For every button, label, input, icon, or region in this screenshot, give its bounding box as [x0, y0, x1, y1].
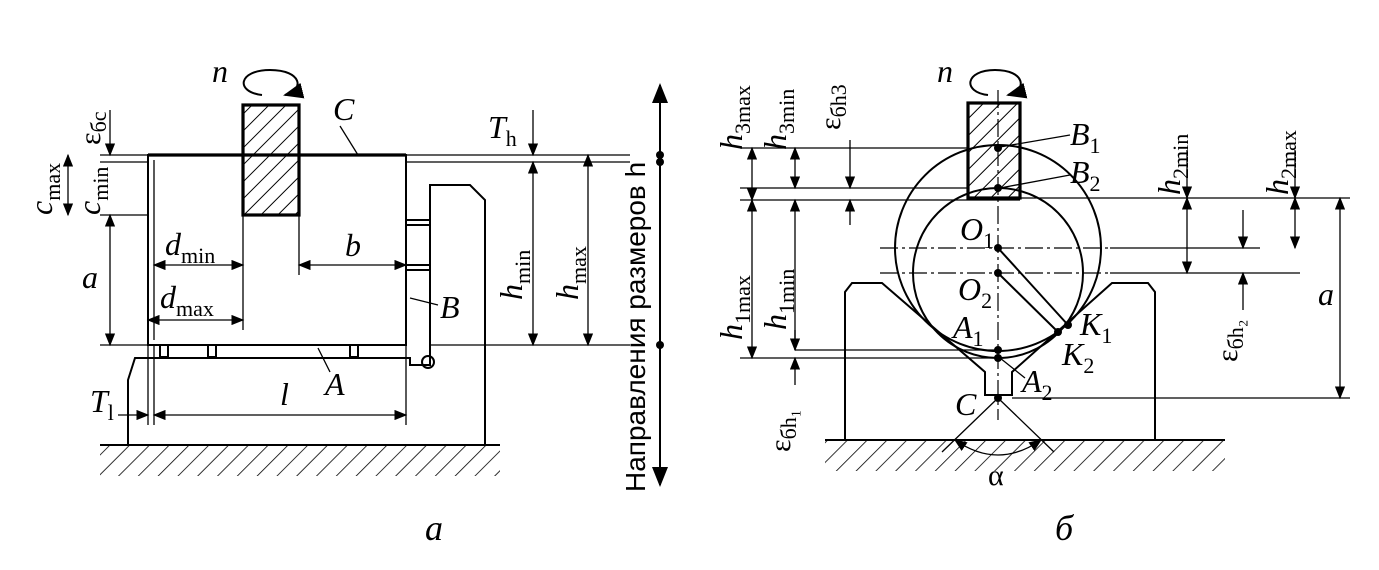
axis-label: Направления размеров h [620, 162, 651, 492]
dim-l: l [280, 376, 289, 412]
dim-hmin: hmin [493, 250, 535, 300]
right-panel: α n B1 B2 O1 O2 A1 A2 [713, 53, 1350, 492]
dim-eps-h1: εбh₁ [764, 410, 801, 452]
label-C-right: C [955, 386, 977, 422]
label-O1: O1 [960, 211, 994, 253]
fixture-base [127, 184, 486, 445]
dim-b: b [345, 227, 361, 263]
label-O2: O2 [958, 271, 992, 313]
rotation-arrow-left [242, 68, 305, 99]
dim-h1max: h1max [713, 275, 755, 340]
v-block [844, 282, 1156, 440]
dim-eps-bc: εбc [74, 111, 111, 145]
label-B2: B2 [1070, 154, 1101, 196]
cutter-left [241, 103, 301, 217]
dim-hmax: hmax [549, 246, 591, 300]
dim-dmin: dmin [165, 226, 215, 268]
dim-a-right: a [1318, 276, 1334, 312]
dim-Th: Th [488, 109, 517, 151]
label-A1: A1 [951, 309, 984, 351]
dim-Tl: Tl [90, 383, 114, 425]
label-B1: B1 [1070, 116, 1101, 158]
label-K1: K1 [1079, 306, 1112, 348]
label-C-left: C [333, 91, 355, 127]
label-A2: A2 [1020, 363, 1053, 405]
rotation-label-right: n [937, 53, 953, 89]
caption-left: а [425, 508, 443, 548]
dim-a-left: a [82, 259, 98, 295]
rotation-label-left: n [212, 53, 228, 89]
cutter-right [966, 101, 1022, 200]
dim-h2max: h2max [1259, 130, 1301, 195]
dim-cmin: cmin [71, 167, 113, 215]
dim-dmax: dmax [160, 279, 214, 321]
dim-eps-h2: εбh₂ [1211, 320, 1248, 362]
left-panel: n a cmax cmin εбc dmin dmax b [23, 53, 630, 476]
caption-right: б [1055, 508, 1075, 548]
label-A-left: A [323, 366, 345, 402]
label-B-left: B [440, 289, 460, 325]
direction-axis: Направления размеров h [620, 83, 668, 492]
dim-h1min: h1min [757, 269, 799, 330]
dim-h3min: h3min [757, 89, 799, 150]
dim-h3max: h3max [713, 85, 755, 150]
dim-h2min: h2min [1151, 134, 1193, 195]
alpha-label: α [988, 459, 1004, 492]
label-K2: K2 [1061, 336, 1094, 378]
dim-eps-h3: εбh3 [814, 84, 851, 130]
dim-cmax: cmax [23, 163, 65, 215]
ground-left [100, 444, 500, 476]
